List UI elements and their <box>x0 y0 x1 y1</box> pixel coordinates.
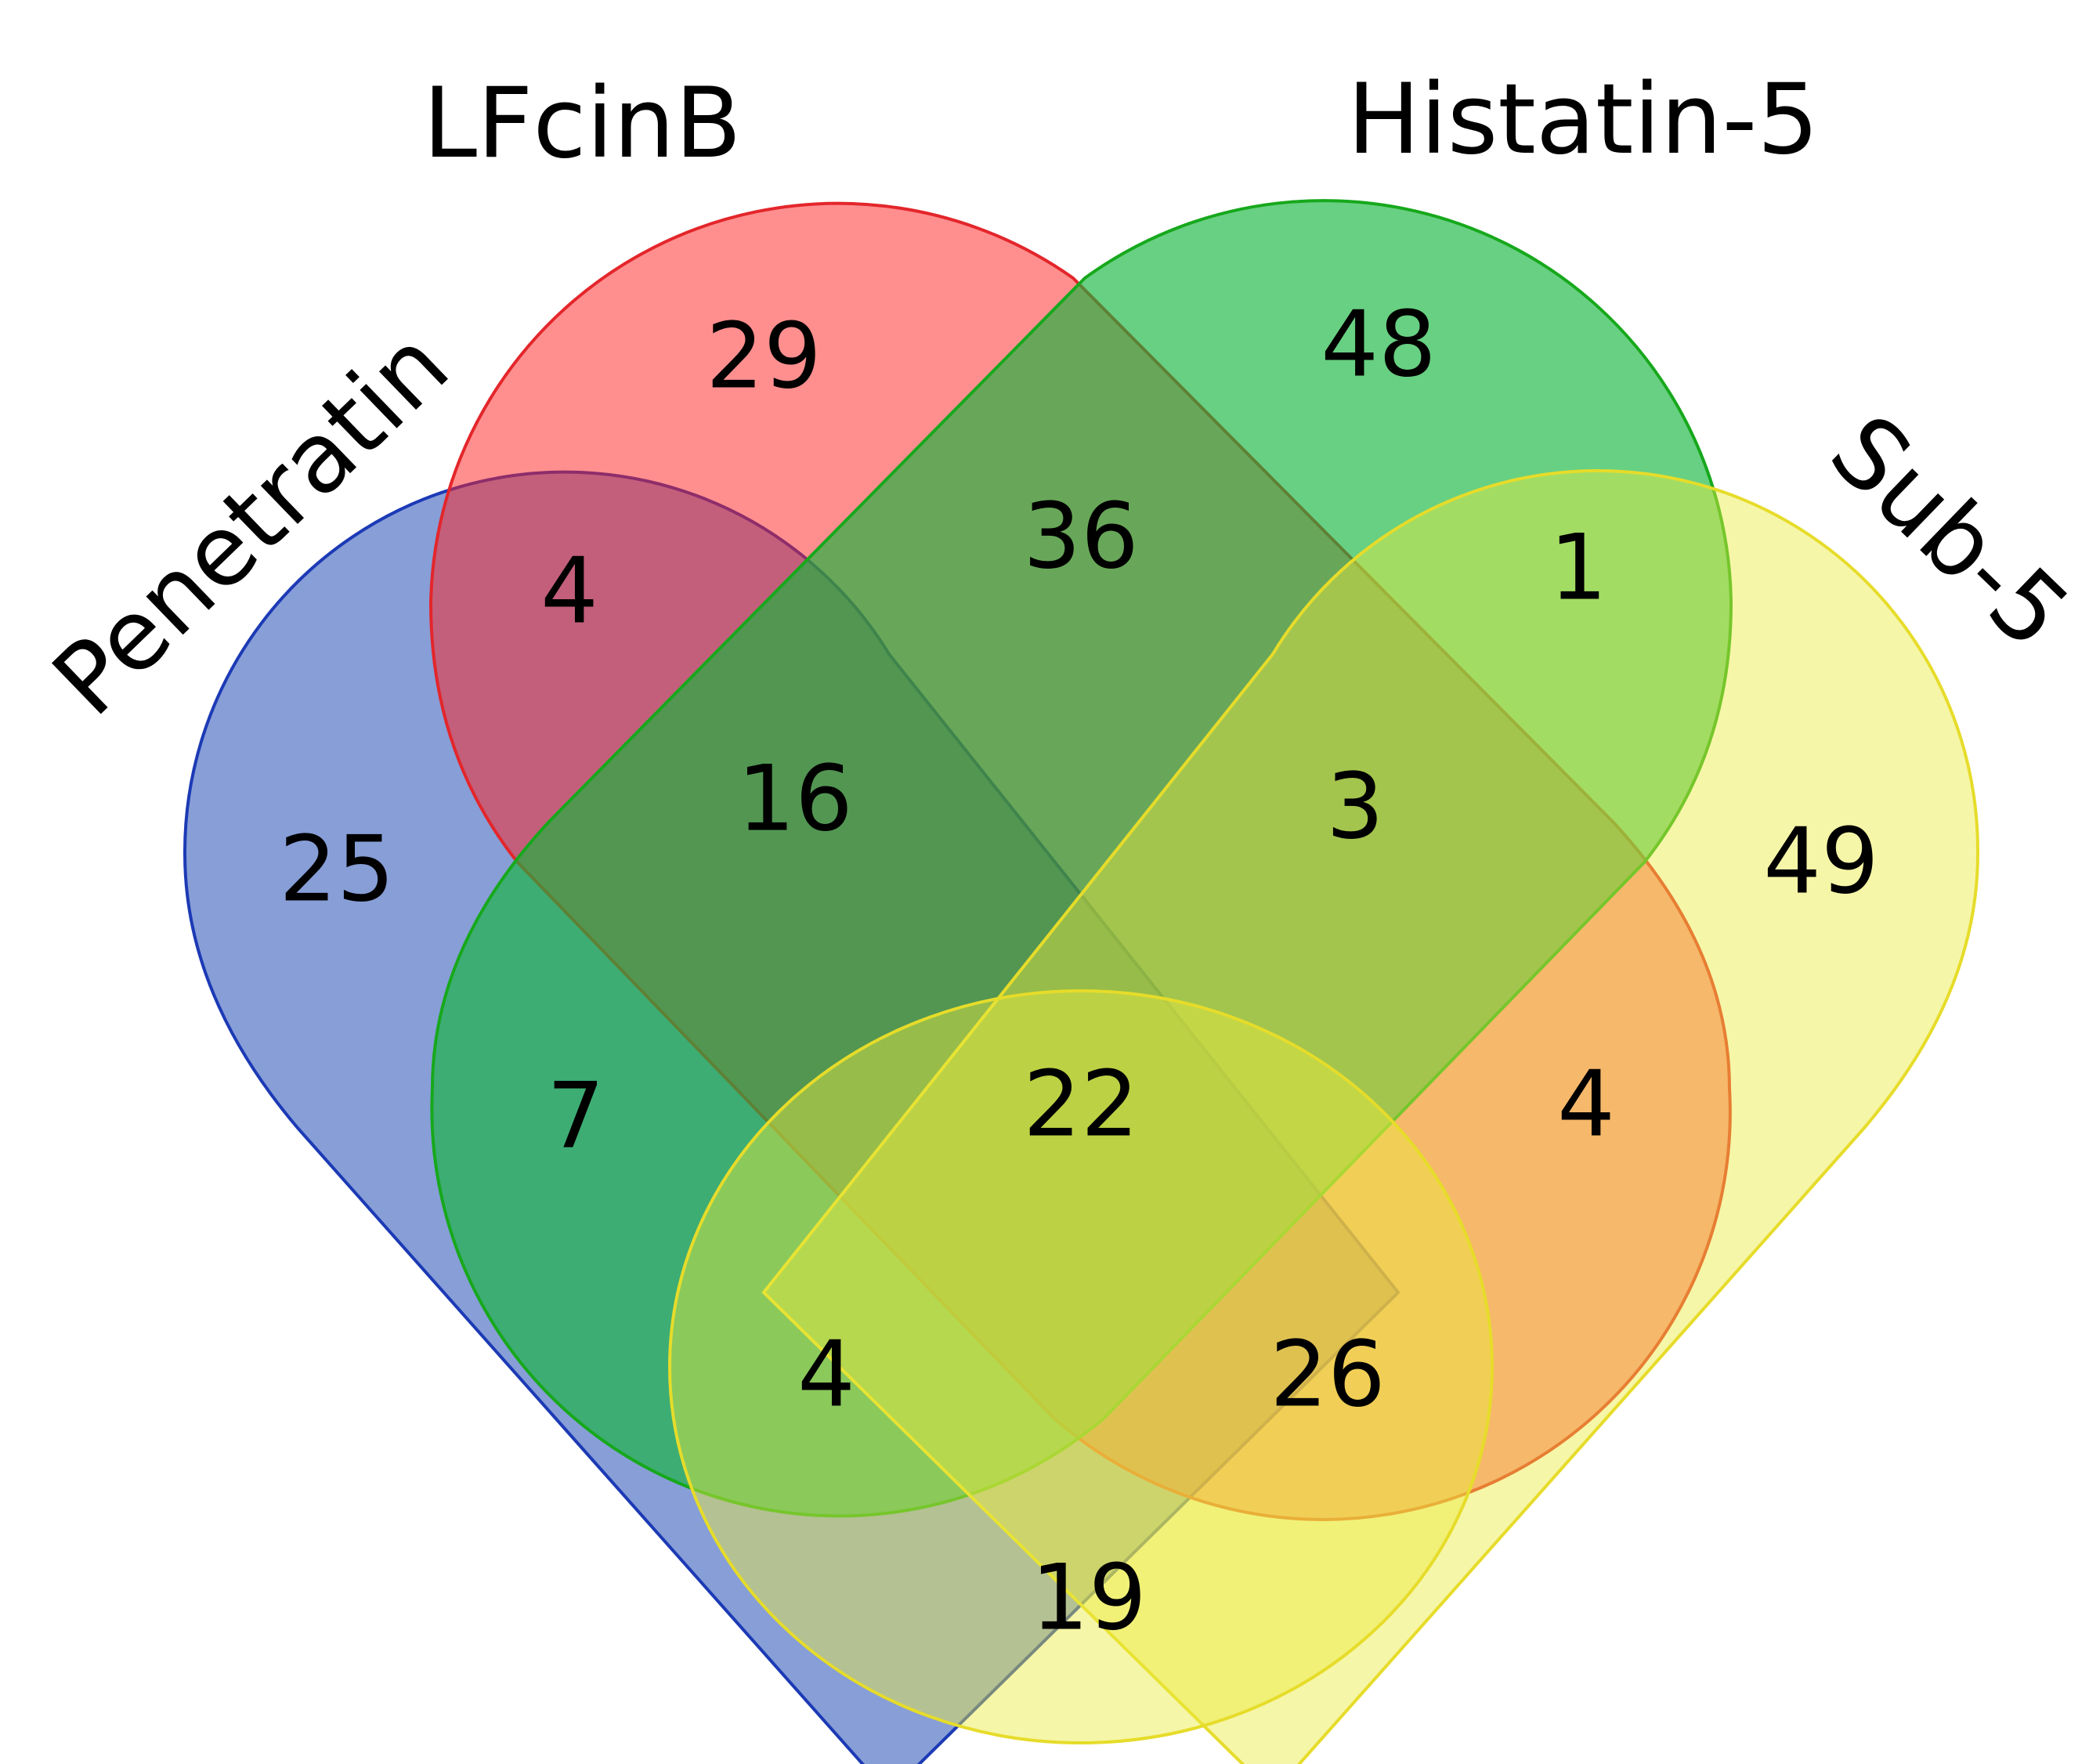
region-count-lfcinb-only: 29 <box>706 304 822 410</box>
set-label-lfcinb: LFcinB <box>423 67 742 180</box>
set-shape-sub5 <box>761 468 1980 1764</box>
region-count-penetratin-only: 25 <box>279 817 395 923</box>
set-shape-sub5-lower <box>668 989 1494 1744</box>
region-count-histatin5-only: 48 <box>1321 292 1437 398</box>
set-label-histatin5: Histatin-5 <box>1347 63 1819 176</box>
region-count-penetratin-lfcinb-sub5: 26 <box>1270 1322 1386 1428</box>
region-count-lfcinb-histatin5: 36 <box>1023 484 1139 590</box>
region-count-penetratin-lfcinb-histatin5: 16 <box>737 746 853 852</box>
region-count-sub5-only: 49 <box>1763 809 1879 915</box>
region-count-lfcinb-sub5: 4 <box>1557 1052 1615 1158</box>
region-count-histatin5-sub5: 1 <box>1549 515 1607 621</box>
region-count-penetratin-sub5: 19 <box>1031 1545 1147 1651</box>
set-shape-histatin5 <box>430 199 1733 1518</box>
region-count-penetratin-lfcinb: 4 <box>540 539 598 645</box>
region-count-penetratin-histatin5-sub5: 4 <box>797 1322 855 1428</box>
region-count-all-four: 22 <box>1023 1052 1139 1158</box>
region-count-lfcinb-histatin5-sub5: 3 <box>1326 754 1384 860</box>
region-count-penetratin-histatin5: 7 <box>547 1064 605 1169</box>
